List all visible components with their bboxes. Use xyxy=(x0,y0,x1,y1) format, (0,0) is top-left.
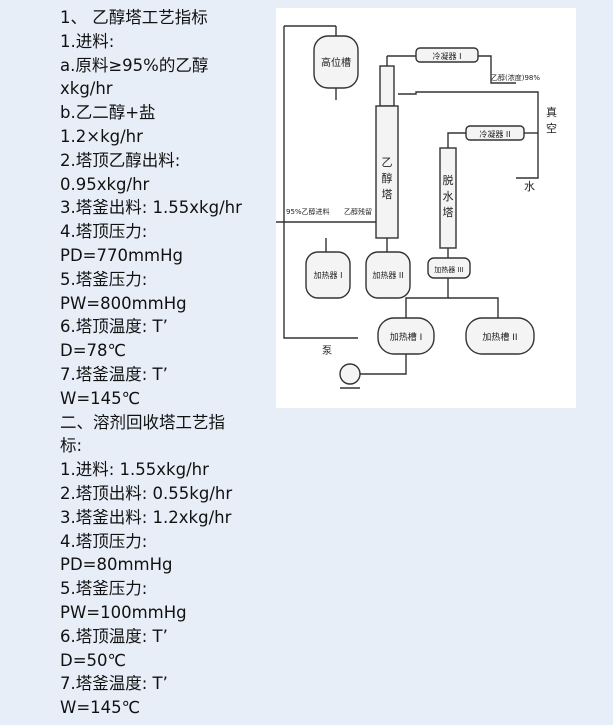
spec-line: PD=770mmHg xyxy=(60,246,184,265)
vacuum-label-2: 空 xyxy=(546,121,557,135)
heating-tank-2: 加热槽 II xyxy=(465,317,535,355)
spec-line: a.原料≥95%的乙醇 xyxy=(60,55,209,75)
spec-line: PW=100mmHg xyxy=(60,603,187,622)
spec-line: 1.进料: xyxy=(60,31,115,51)
spec-line: W=145℃ xyxy=(60,698,141,718)
spec-line: PW=800mmHg xyxy=(60,293,187,313)
spec-line: 3.塔釜出料: 1.55xkg/hr xyxy=(60,198,242,218)
spec-line: 6.塔顶温度: T’ xyxy=(60,317,168,337)
high-tank-label: 高位槽 xyxy=(321,56,351,69)
feed-pipe xyxy=(283,26,358,339)
feed-ethanol-label: 95%乙醇进料 xyxy=(286,207,330,216)
process-flow-svg: 高位槽 乙 醇 塔 冷凝器 I 乙醇(浓度)98% 真 空 冷凝器 xyxy=(276,25,557,389)
spec-line: PD=80mmHg xyxy=(60,555,173,575)
dehydration-tower: 脱 水 塔 xyxy=(439,147,457,249)
dehydration-tower-char-2: 水 xyxy=(443,190,454,203)
vacuum-line xyxy=(398,91,539,168)
spec-line: D=78℃ xyxy=(60,341,127,361)
spec-line: 7.塔釜温度: T’ xyxy=(60,674,168,694)
spec-line: 1、 乙醇塔工艺指标 xyxy=(60,8,208,27)
condenser-2: 冷凝器 II xyxy=(447,125,539,179)
spec-line: 2.塔顶乙醇出料: xyxy=(60,150,181,170)
spec-line: b.乙二醇+盐 xyxy=(60,103,156,123)
condenser-1: 冷凝器 I 乙醇(浓度)98% xyxy=(387,47,540,84)
heater-2-label: 加热器 II xyxy=(372,270,403,280)
condenser-1-label: 冷凝器 I xyxy=(433,51,462,61)
spec-line: 4.塔顶压力: xyxy=(60,222,148,242)
bottoms-pipe xyxy=(405,278,449,318)
condenser-2-label: 冷凝器 II xyxy=(479,129,510,139)
heating-tank-1: 加热槽 I xyxy=(377,317,435,355)
ethanol-output-label: 乙醇(浓度)98% xyxy=(491,73,540,82)
pump-label: 泵 xyxy=(322,345,332,357)
ethanol-tower-char-3: 塔 xyxy=(382,188,393,201)
spec-line: D=50℃ xyxy=(60,650,127,670)
vacuum-label-1: 真 xyxy=(546,105,557,119)
spec-line: xkg/hr xyxy=(60,79,113,99)
ethanol-tower: 乙 醇 塔 xyxy=(375,56,399,239)
ethanol-tower-char-2: 醇 xyxy=(382,171,393,185)
heater-1: 加热器 I xyxy=(305,238,351,299)
process-flow-diagram: 高位槽 乙 醇 塔 冷凝器 I 乙醇(浓度)98% 真 空 冷凝器 xyxy=(276,8,576,408)
feed-glycol-label: 乙醇残留 xyxy=(344,207,372,216)
dehydration-tower-char-1: 脱 xyxy=(443,173,454,187)
spec-line: W=145℃ xyxy=(60,388,141,408)
dehydration-tower-char-3: 塔 xyxy=(443,206,454,219)
spec-line: 1.进料: 1.55xkg/hr xyxy=(60,460,209,480)
ethanol-tower-char-1: 乙 xyxy=(382,156,393,169)
spec-line: 标: xyxy=(60,436,83,456)
spec-line: 7.塔釜温度: T’ xyxy=(60,365,168,384)
water-label: 水 xyxy=(524,180,535,193)
spec-line: 0.95xkg/hr xyxy=(60,174,150,194)
spec-line: 5.塔釜压力: xyxy=(60,269,148,289)
spec-line: 2.塔顶出料: 0.55kg/hr xyxy=(60,484,233,503)
heating-tank-1-label: 加热槽 I xyxy=(390,331,423,343)
spec-line: 4.塔顶压力: xyxy=(60,531,148,551)
high-tank: 高位槽 xyxy=(313,26,359,100)
heating-tank-2-label: 加热槽 II xyxy=(482,331,517,343)
pump: 泵 xyxy=(322,345,407,389)
spec-line: 5.塔釜压力: xyxy=(60,579,148,599)
spec-line: 1.2×kg/hr xyxy=(60,127,143,146)
spec-line: 6.塔顶温度: T’ xyxy=(60,626,168,646)
heater-3-label: 加热器 III xyxy=(434,265,463,274)
heater-3: 加热器 III xyxy=(427,248,471,279)
heater-2: 加热器 II xyxy=(365,238,411,299)
heater-1-label: 加热器 I xyxy=(314,270,343,280)
spec-line: 3.塔釜出料: 1.2xkg/hr xyxy=(60,507,232,527)
spec-line: 二、溶剂回收塔工艺指 xyxy=(60,412,225,432)
